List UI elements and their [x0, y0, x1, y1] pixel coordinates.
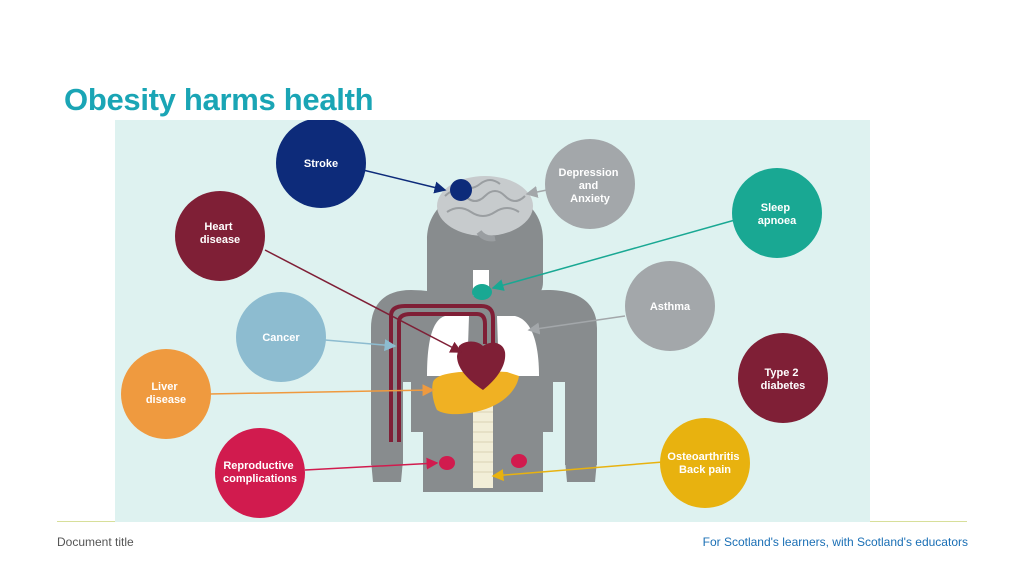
heart: [457, 341, 506, 390]
label-heart-disease: Heart disease: [200, 221, 240, 246]
label-liver-disease: Liver disease: [146, 381, 186, 406]
liver: [432, 371, 519, 415]
label-depression: Depression and Anxiety: [559, 167, 622, 205]
stroke-site: [450, 179, 472, 201]
label-cancer: Cancer: [262, 332, 300, 344]
circle-osteoarthritis: Osteoarthritis Back pain: [660, 418, 750, 508]
circle-depression: Depression and Anxiety: [545, 139, 635, 229]
page-title: Obesity harms health: [64, 82, 374, 117]
circle-sleep-apnoea: Sleep apnoea: [732, 168, 822, 258]
circle-heart-disease: Heart disease: [175, 191, 265, 281]
blood-vessel-outer: [389, 304, 495, 442]
blood-vessel-inner: [397, 312, 487, 442]
footer-rule-right: [870, 521, 967, 522]
arrow-heart-disease: [264, 249, 463, 353]
arrow-asthma: [527, 315, 626, 335]
arrow-osteoarthritis: [491, 461, 664, 482]
arrow-depression: [525, 186, 548, 198]
spine: [473, 392, 493, 488]
arrow-liver-disease: [208, 384, 435, 397]
ovary-right: [511, 454, 527, 468]
arrow-reproductive: [304, 457, 439, 471]
circle-liver-disease: Liver disease: [121, 349, 211, 439]
throat-site: [472, 284, 492, 300]
arrow-stroke: [362, 169, 447, 194]
diagram-canvas: Stroke Depression and Anxiety Sleep apno…: [115, 118, 870, 522]
circle-stroke: Stroke: [276, 118, 366, 208]
circle-type-2-diabetes: Type 2 diabetes: [738, 333, 828, 423]
circle-asthma: Asthma: [625, 261, 715, 351]
label-stroke: Stroke: [304, 158, 338, 170]
arrow-cancer: [324, 339, 397, 352]
circle-reproductive: Reproductive complications: [215, 428, 305, 518]
obesity-health-diagram: Stroke Depression and Anxiety Sleep apno…: [115, 118, 870, 522]
circle-cancer: Cancer: [236, 292, 326, 382]
footer-tagline: For Scotland's learners, with Scotland's…: [702, 535, 968, 549]
arrow-sleep-apnoea: [491, 219, 736, 291]
label-type-2-diabetes: Type 2 diabetes: [761, 367, 806, 392]
label-asthma: Asthma: [650, 301, 691, 313]
footer-document-title: Document title: [57, 535, 134, 549]
label-sleep-apnoea: Sleep apnoea: [758, 202, 797, 227]
label-reproductive: Reproductive complications: [223, 460, 297, 485]
label-osteoarthritis: Osteoarthritis Back pain: [667, 451, 742, 476]
footer-rule-left: [57, 521, 115, 522]
ovary-left: [439, 456, 455, 470]
